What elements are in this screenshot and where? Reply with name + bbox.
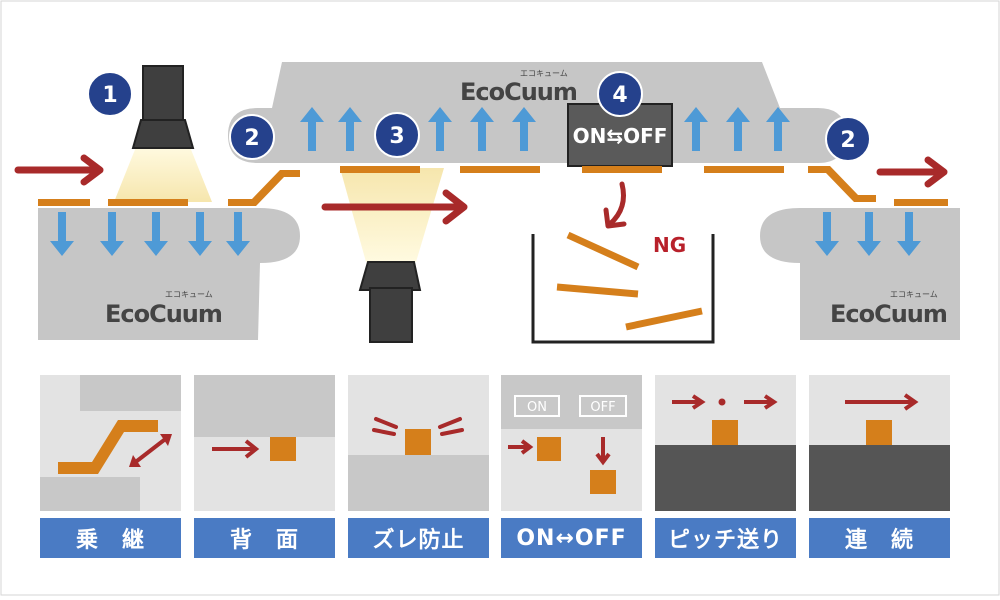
panel-label-slip: ズレ防止 (348, 518, 489, 558)
light-beam (340, 168, 444, 262)
logo-kana: エコキューム (890, 290, 938, 299)
panel-pitch-feed (655, 375, 796, 511)
workpiece-transfer (808, 166, 876, 202)
workpiece (340, 166, 420, 173)
workpieces (38, 166, 948, 206)
flow-arrow-icon (14, 154, 104, 186)
logo-text: EcoCuum (460, 78, 577, 106)
reject-arrow-icon (603, 181, 627, 229)
ecocuum-logo-left: EcoCuum エコキューム (105, 290, 223, 328)
panel-label-pitch: ピッチ送り (655, 518, 796, 558)
upper-conveyor: EcoCuum エコキューム (228, 62, 846, 163)
on-text: ON (527, 400, 547, 415)
panel-label-back: 背 面 (194, 518, 335, 558)
workpiece (704, 166, 784, 173)
rejected-workpiece (556, 283, 639, 298)
workpiece (108, 199, 188, 206)
marker-4: 4 (597, 71, 643, 117)
workpiece (460, 166, 540, 173)
workpiece (894, 199, 948, 206)
svg-text:2: 2 (244, 126, 259, 151)
flow-arrows (14, 154, 948, 229)
workpiece-transfer (228, 170, 300, 206)
panel-on-off: ON OFF (501, 375, 642, 511)
panel-label-continuous: 連 続 (809, 518, 950, 558)
rejected-workpiece (566, 231, 640, 271)
switch-text: ON⇆OFF (573, 124, 668, 148)
logo-text: EcoCuum (830, 300, 947, 328)
ecocuum-logo-right: EcoCuum エコキューム (830, 290, 948, 328)
panel-label-transfer: 乗 継 (40, 518, 181, 558)
panel-back (194, 375, 335, 511)
logo-text: EcoCuum (105, 300, 222, 328)
flow-arrow-icon (321, 189, 468, 225)
light-beam (114, 147, 212, 202)
ng-label: NG (653, 233, 686, 257)
flow-arrow-icon (876, 156, 948, 188)
svg-text:3: 3 (389, 124, 404, 149)
camera-top (114, 65, 212, 202)
off-text: OFF (590, 400, 615, 415)
panel-label-on-off: ON↔OFF (501, 518, 642, 558)
panel-transfer (40, 375, 181, 511)
panel-continuous (809, 375, 950, 511)
svg-text:2: 2 (840, 128, 855, 153)
marker-3: 3 (374, 112, 420, 158)
ecocuum-logo-top: EcoCuum エコキューム (460, 69, 578, 106)
workpiece (582, 166, 662, 173)
right-conveyor: EcoCuum エコキューム (760, 208, 960, 340)
markers: 1 2 3 4 2 (87, 71, 871, 162)
camera-bottom (340, 168, 444, 343)
rejected-workpiece (625, 307, 703, 331)
left-conveyor: EcoCuum エコキューム (38, 208, 300, 340)
logo-kana: エコキューム (520, 69, 568, 78)
marker-1: 1 (87, 71, 133, 117)
ng-reject-bin: NG (531, 231, 715, 344)
marker-2-right: 2 (825, 116, 871, 162)
panel-slip-prevention (348, 375, 489, 511)
marker-2-left: 2 (229, 114, 275, 160)
svg-text:4: 4 (612, 83, 627, 108)
workpiece (38, 199, 90, 206)
svg-text:1: 1 (102, 83, 117, 108)
logo-kana: エコキューム (165, 290, 213, 299)
